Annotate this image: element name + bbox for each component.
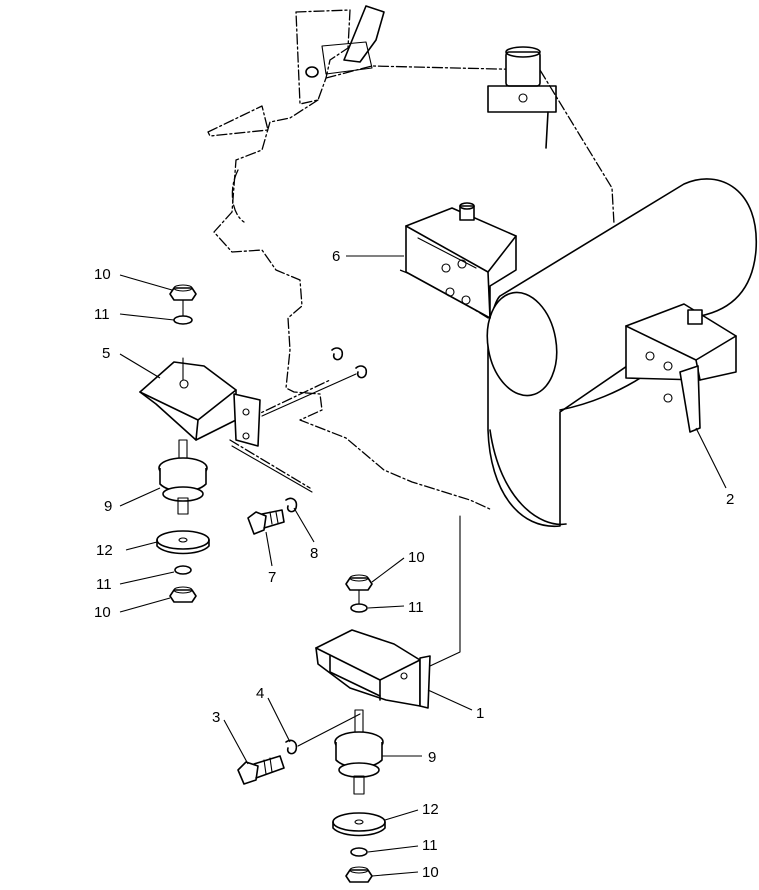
bracket-2 [625,303,737,433]
callout-3: 3 [212,709,220,726]
callout-11: 11 [96,576,112,593]
callout-9: 9 [104,498,112,515]
bracket-5 [139,361,261,447]
bolt-3 [237,755,285,785]
callout-12: 12 [422,801,439,818]
callout-7: 7 [268,569,276,586]
leader-lines [119,255,727,877]
engine-clip-washers [331,347,368,379]
oil-filler-cap [487,46,557,149]
washer-8 [285,497,298,513]
bracket-1 [315,629,431,709]
callout-5: 5 [102,345,110,362]
callout-11: 11 [422,837,438,854]
callout-11: 11 [94,306,110,323]
bolt-7 [247,509,285,535]
callout-10: 10 [94,604,111,621]
callout-4: 4 [256,685,264,702]
callout-labels: 6 10 11 5 9 12 11 10 7 8 2 10 11 1 3 4 9… [94,248,734,881]
callout-2: 2 [726,491,734,508]
left-hardware-stack [156,284,210,603]
callout-12: 12 [96,542,113,559]
callout-10: 10 [422,864,439,881]
callout-8: 8 [310,545,318,562]
callout-9: 9 [428,749,436,766]
turbo-pipe [305,5,385,78]
washer-4 [285,739,298,755]
bottom-hardware-stack [332,709,386,883]
callout-10: 10 [94,266,111,283]
bracket-6 [405,202,517,319]
callout-11: 11 [408,599,424,616]
callout-6: 6 [332,248,340,265]
center-nut-washer [345,574,373,613]
callout-10: 10 [408,549,425,566]
callout-1: 1 [476,705,484,722]
assembly-lines [182,299,461,747]
